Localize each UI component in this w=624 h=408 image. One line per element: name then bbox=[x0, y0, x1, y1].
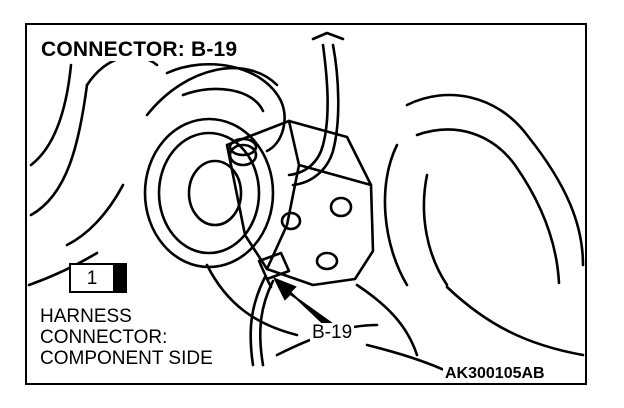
pin-indicator: 1 bbox=[69, 263, 127, 293]
connector-lock-tab bbox=[113, 265, 125, 291]
connector-title: CONNECTOR: B-19 bbox=[41, 39, 241, 61]
engine-illustration bbox=[27, 31, 585, 383]
pin-number: 1 bbox=[86, 268, 98, 289]
harness-line-3: COMPONENT SIDE bbox=[40, 348, 213, 369]
connector-callout: B-19 bbox=[310, 322, 355, 343]
harness-line-1: HARNESS bbox=[40, 306, 132, 327]
diagram-frame: CONNECTOR: B-19 1 HARNESS CONNECTOR: COM… bbox=[25, 23, 587, 385]
reference-code: AK300105AB bbox=[443, 365, 547, 382]
harness-line-2: CONNECTOR: bbox=[40, 327, 168, 348]
harness-label: HARNESS CONNECTOR: COMPONENT SIDE bbox=[40, 306, 217, 369]
